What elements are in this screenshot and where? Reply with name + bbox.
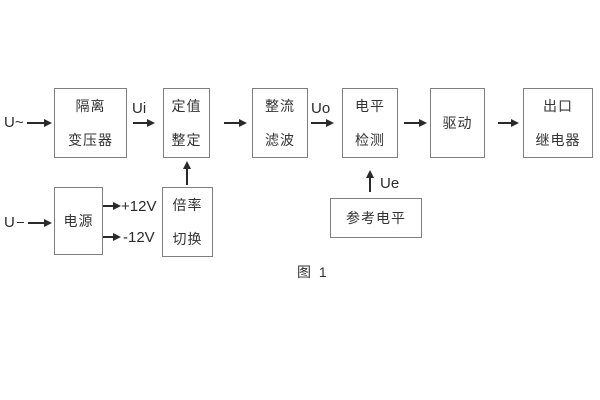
- block-ratio-switch: 倍率 切换: [162, 187, 213, 257]
- arrow-udc-to-power: [28, 219, 52, 227]
- label-input-dc: U: [4, 214, 15, 231]
- arrow-uac-to-transformer: [27, 119, 52, 127]
- block-label-line: 检测: [355, 132, 385, 148]
- arrow-power-plus12v: [103, 202, 121, 210]
- block-label-line: 倍率: [172, 197, 203, 213]
- label-plus12v: +12V: [121, 198, 157, 215]
- arrow-rectifier-to-level: [311, 119, 334, 127]
- label-ui: Ui: [132, 100, 147, 117]
- block-label-line: 隔离: [75, 98, 106, 114]
- block-label-line: 电平: [355, 98, 385, 114]
- block-label-line: 出口: [543, 98, 573, 114]
- arrow-transformer-to-setting: [133, 119, 155, 127]
- block-power-supply: 电源: [54, 187, 103, 255]
- block-label-line: 继电器: [535, 132, 581, 148]
- block-label-line: 变压器: [68, 132, 113, 148]
- block-output-relay: 出口 继电器: [523, 88, 593, 158]
- block-driver: 驱动: [430, 88, 485, 158]
- arrow-level-to-driver: [404, 119, 427, 127]
- block-isolation-transformer: 隔离 变压器: [54, 88, 127, 158]
- figure-caption: 图 1: [297, 264, 329, 280]
- dc-dash: [17, 222, 24, 224]
- block-rectifier-filter: 整流 滤波: [252, 88, 308, 158]
- block-label-line: 滤波: [265, 132, 295, 148]
- block-label-line: 切换: [172, 231, 203, 247]
- label-input-ac: U~: [4, 114, 24, 131]
- label-uo: Uo: [311, 100, 331, 117]
- block-label-line: 电源: [63, 213, 94, 229]
- arrow-driver-to-relay: [498, 119, 519, 127]
- block-label-line: 参考电平: [346, 210, 406, 226]
- block-label-line: 整定: [171, 132, 202, 148]
- arrow-power-minus12v: [103, 233, 121, 241]
- arrow-setting-to-rectifier: [224, 119, 247, 127]
- label-ue: Ue: [380, 175, 400, 192]
- arrow-ratio-to-setting: [183, 161, 191, 185]
- block-label-line: 驱动: [442, 115, 473, 131]
- block-label-line: 整流: [265, 98, 295, 114]
- block-label-line: 定值: [171, 98, 202, 114]
- block-level-detect: 电平 检测: [342, 88, 398, 158]
- block-reference-level: 参考电平: [330, 198, 422, 238]
- label-minus12v: -12V: [123, 229, 155, 246]
- block-setting-adjust: 定值 整定: [163, 88, 210, 158]
- arrow-reference-to-level: [366, 170, 374, 192]
